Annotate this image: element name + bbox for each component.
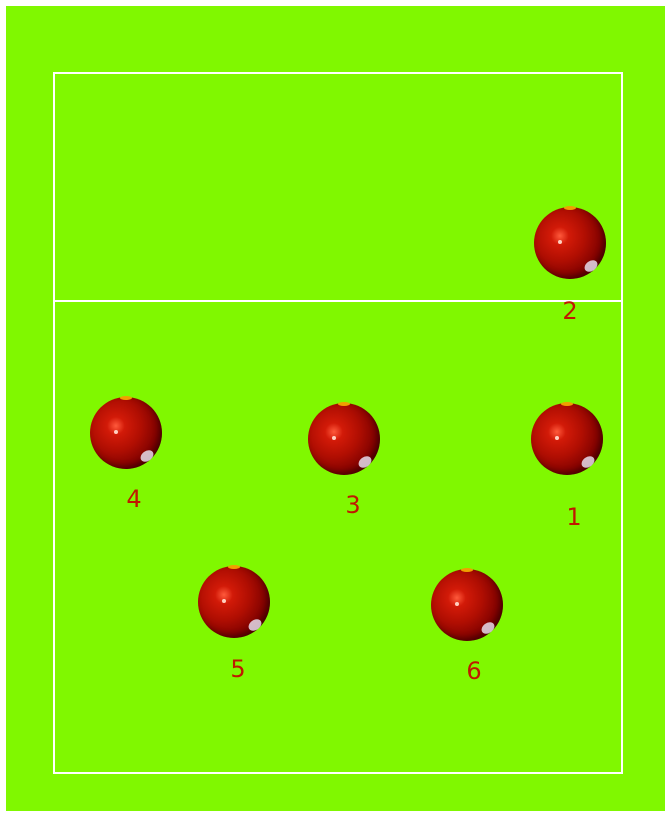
- player-2-label: 2: [550, 297, 590, 325]
- player-2-marker[interactable]: [534, 207, 606, 279]
- player-1-marker[interactable]: [531, 403, 603, 475]
- player-1-label: 1: [554, 503, 594, 531]
- player-4-label: 4: [114, 485, 154, 513]
- player-6-label: 6: [454, 657, 494, 685]
- player-4-marker[interactable]: [90, 397, 162, 469]
- net-line: [53, 300, 623, 302]
- player-6-marker[interactable]: [431, 569, 503, 641]
- player-5-marker[interactable]: [198, 566, 270, 638]
- court-field: 2 4 3 1 5 6: [6, 6, 665, 811]
- player-5-label: 5: [218, 655, 258, 683]
- player-3-marker[interactable]: [308, 403, 380, 475]
- player-3-label: 3: [333, 491, 373, 519]
